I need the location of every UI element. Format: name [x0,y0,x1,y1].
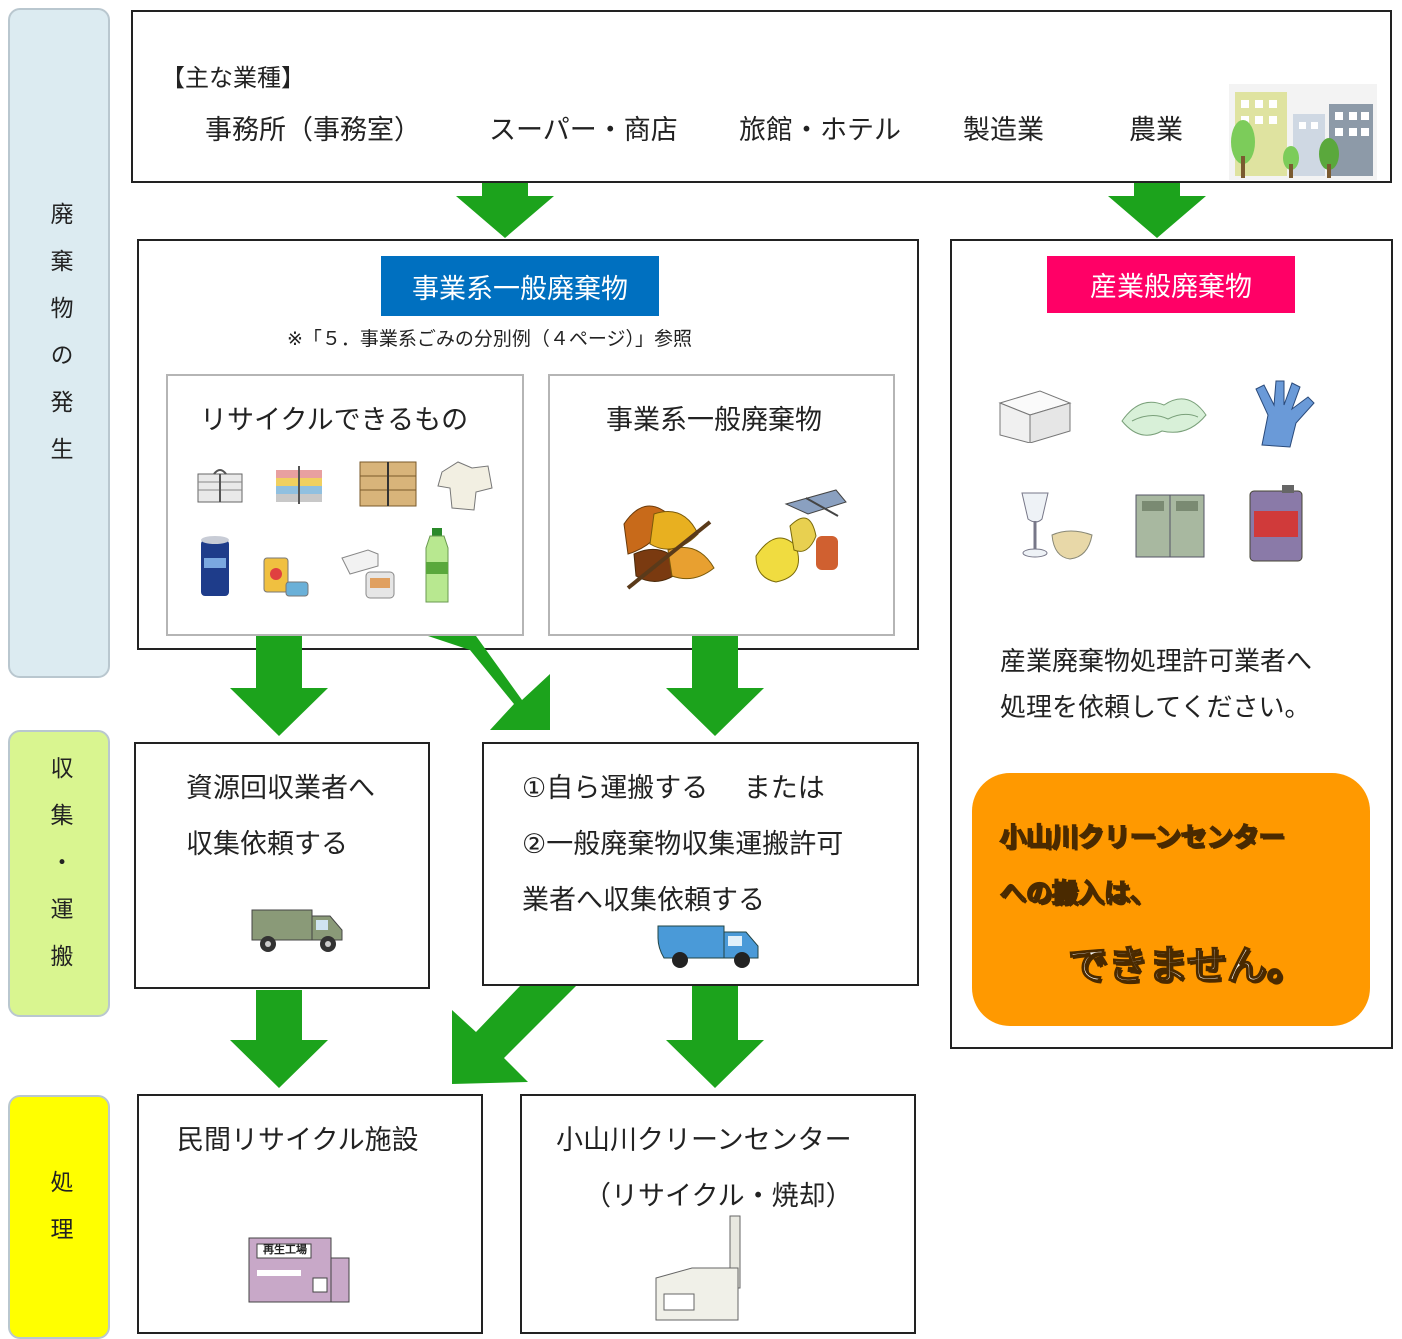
recyclable-title: リサイクルできるもの [200,405,469,436]
clean-center-title: 小山川クリーンセンター [556,1125,852,1156]
industry-office: 事務所（事務室） [205,115,421,146]
self-or-licensed-collection-box: ①自ら運搬する または ②一般廃棄物収集運搬許可 業者へ収集依頼する [482,742,919,986]
plastic-film-icon [1121,398,1207,436]
incinerator-icon [655,1215,741,1321]
licensed-collector-line2: 業者へ収集依頼する [522,885,765,916]
rubber-glove-icon [1255,380,1315,448]
private-recycling-title: 民間リサイクル施設 [177,1125,419,1156]
stage-processing-label: 処理 [46,1170,72,1264]
arrow-recyclable-to-self [428,636,550,730]
styrofoam-box-icon [998,390,1072,443]
newspaper-bundle-icon [197,469,243,503]
self-transport-line: ①自ら運搬する または [522,773,825,804]
business-waste-box: 事業系一般廃棄物 ※「５．事業系ごみの分別例（４ページ）」参照 リサイクルできる… [137,239,919,650]
glass-bottle-icon [341,549,395,599]
industry-store: スーパー・商店 [489,115,678,146]
arrow-self-to-private [452,986,576,1084]
industrial-instruction-line2: 処理を依頼してください。 [1000,693,1311,723]
not-accepted-notice: 小山川クリーンセンター への搬入は、 できません。 [972,773,1370,1026]
stage-generation-label: 廃棄物の発生 [46,202,72,484]
general-waste-box: 事業系一般廃棄物 [548,374,895,636]
metal-locker-icon [1135,494,1205,558]
stage-generation: 廃棄物の発生 [8,8,110,678]
clean-center-subtitle: （リサイクル・焼却） [584,1181,853,1212]
recycler-collection-box: 資源回収業者へ 収集依頼する [134,742,430,989]
stage-processing: 処理 [8,1095,110,1339]
recycler-line1: 資源回収業者へ [186,773,375,804]
industry-manufacturing: 製造業 [963,115,1044,146]
arrow-industries-to-business [456,183,554,238]
recycling-plant-icon [248,1237,350,1303]
industry-hotel: 旅館・ホテル [739,115,901,146]
garbage-truck-icon [657,925,759,968]
cloth-icon [437,461,493,511]
industrial-instruction-line1: 産業廃棄物処理許可業者へ [1000,647,1313,677]
stage-collection-label: 収集・運搬 [46,756,72,991]
arrow-general-to-self [666,636,764,736]
industrial-waste-badge: 産業般廃棄物 [1047,256,1295,313]
arrow-self-to-center [666,986,764,1088]
recycling-plant-sign: 再生工場 [263,1243,307,1256]
business-waste-note: ※「５．事業系ごみの分別例（４ページ）」参照 [287,328,693,350]
cardboard-bundle-icon [359,461,417,507]
can-icon [201,536,229,596]
food-scraps-icon [755,489,847,583]
general-waste-title: 事業系一般廃棄物 [606,405,822,436]
notice-line3: できません。 [1067,942,1307,990]
licensed-collector-line: ②一般廃棄物収集運搬許可 [522,829,844,860]
leaves-icon [623,505,715,590]
arrow-industries-to-industrial [1108,183,1206,238]
recycler-line2: 収集依頼する [186,829,348,860]
food-cans-icon [263,557,309,597]
oil-can-icon [1249,485,1303,562]
industries-heading: 【主な業種】 [161,64,305,92]
recyclable-box: リサイクルできるもの [166,374,524,636]
arrow-recyclable-to-recycler [230,636,328,736]
business-waste-badge: 事業系一般廃棄物 [381,256,659,316]
clean-center-box: 小山川クリーンセンター （リサイクル・焼却） [520,1094,916,1334]
truck-icon [251,909,343,952]
notice-line2: への搬入は、 [999,878,1157,910]
private-recycling-box: 民間リサイクル施設 再生工場 [137,1094,483,1334]
industry-agriculture: 農業 [1129,115,1183,146]
broken-glass-icon [1021,492,1093,560]
arrow-recycler-to-private [230,990,328,1088]
industries-box: 【主な業種】 事務所（事務室） スーパー・商店 旅館・ホテル 製造業 農業 [131,10,1392,183]
notice-line1: 小山川クリーンセンター [999,822,1285,854]
stage-collection: 収集・運搬 [8,730,110,1017]
industrial-waste-box: 産業般廃棄物 産業廃棄物処理許可業者へ 処理を依頼してください。 小山川クリーン… [950,239,1393,1049]
pet-bottle-icon [425,528,449,603]
magazine-bundle-icon [276,466,322,504]
buildings-icon [1229,84,1377,180]
